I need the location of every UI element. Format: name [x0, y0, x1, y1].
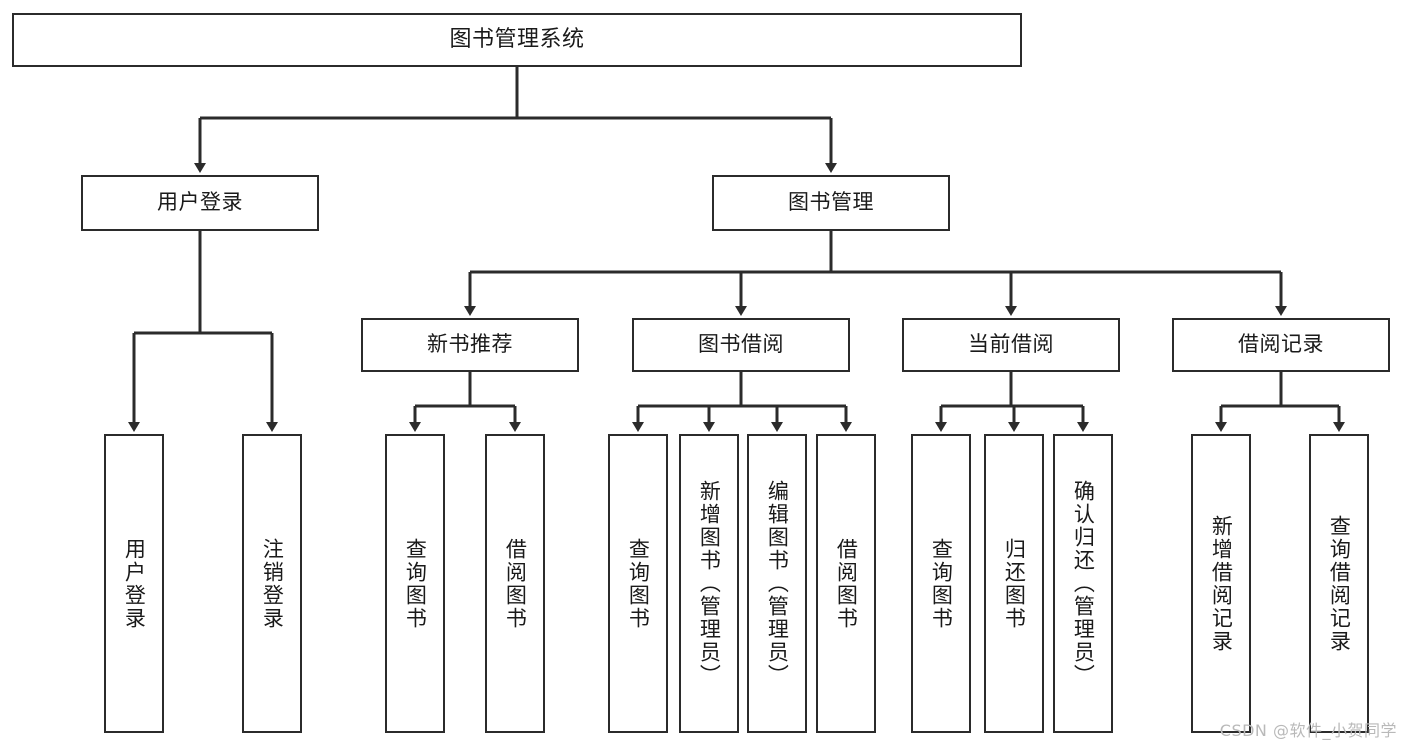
node-label: 图书管理 — [788, 190, 874, 215]
node-new-book-recommend[interactable]: 新书推荐 — [361, 318, 579, 372]
node-leaf-add-record[interactable]: 新增借阅记录 — [1191, 434, 1251, 733]
node-leaf-borrow-book[interactable]: 借阅图书 — [816, 434, 876, 733]
node-label: 归还图书 — [1002, 537, 1027, 630]
node-leaf-add-book[interactable]: 新增图书（管理员） — [679, 434, 739, 733]
node-user-login[interactable]: 用户登录 — [81, 175, 319, 231]
node-label: 新增借阅记录 — [1209, 514, 1234, 653]
node-label: 图书借阅 — [698, 332, 784, 357]
node-label: 查询图书 — [626, 537, 651, 630]
node-label: 查询借阅记录 — [1327, 514, 1352, 653]
node-label: 借阅记录 — [1238, 332, 1324, 357]
watermark-text: CSDN @软件_小贺同学 — [1219, 721, 1397, 740]
node-label: 借阅图书 — [503, 537, 528, 630]
node-label: 借阅图书 — [834, 537, 859, 630]
node-leaf-query-record[interactable]: 查询借阅记录 — [1309, 434, 1369, 733]
node-leaf-edit-book[interactable]: 编辑图书（管理员） — [747, 434, 807, 733]
node-label: 新增图书（管理员） — [697, 480, 722, 687]
node-leaf-query-book-rec[interactable]: 查询图书 — [385, 434, 445, 733]
node-label: 当前借阅 — [968, 332, 1054, 357]
node-label: 图书管理系统 — [449, 26, 585, 52]
node-leaf-query-book-borrow[interactable]: 查询图书 — [608, 434, 668, 733]
node-current-borrow[interactable]: 当前借阅 — [902, 318, 1120, 372]
node-leaf-borrow-book-rec[interactable]: 借阅图书 — [485, 434, 545, 733]
node-leaf-return-book[interactable]: 归还图书 — [984, 434, 1044, 733]
node-label: 新书推荐 — [427, 332, 513, 357]
node-leaf-user-login[interactable]: 用户登录 — [104, 434, 164, 733]
node-label: 编辑图书（管理员） — [765, 480, 790, 687]
node-leaf-confirm-return[interactable]: 确认归还（管理员） — [1053, 434, 1113, 733]
node-label: 注销登录 — [260, 537, 285, 630]
node-root[interactable]: 图书管理系统 — [12, 13, 1022, 67]
node-label: 确认归还（管理员） — [1071, 480, 1096, 687]
node-book-borrow[interactable]: 图书借阅 — [632, 318, 850, 372]
node-label: 查询图书 — [929, 537, 954, 630]
node-leaf-query-book-cur[interactable]: 查询图书 — [911, 434, 971, 733]
node-leaf-logout[interactable]: 注销登录 — [242, 434, 302, 733]
node-label: 用户登录 — [122, 537, 147, 630]
node-book-manage[interactable]: 图书管理 — [712, 175, 950, 231]
node-label: 查询图书 — [403, 537, 428, 630]
node-borrow-record[interactable]: 借阅记录 — [1172, 318, 1390, 372]
node-label: 用户登录 — [157, 190, 243, 215]
